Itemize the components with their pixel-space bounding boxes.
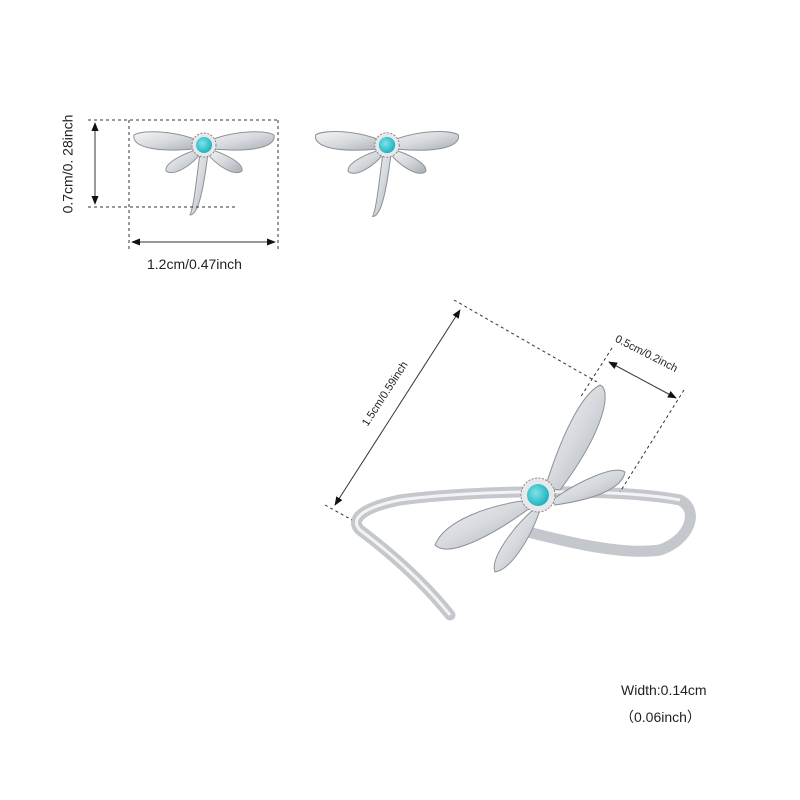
ring-dimension-lines bbox=[324, 299, 685, 521]
earring-width-label: 1.2cm/0.47inch bbox=[147, 256, 242, 272]
band-width-label: Width:0.14cm bbox=[621, 682, 707, 698]
earring-right bbox=[314, 130, 460, 217]
ring bbox=[350, 384, 696, 621]
band-width-inch-label: （0.06inch） bbox=[620, 709, 701, 725]
earring-dimension-lines bbox=[88, 119, 279, 250]
earring-height-label: 0.7cm/0. 28inch bbox=[59, 114, 76, 214]
earring-left bbox=[133, 131, 275, 216]
